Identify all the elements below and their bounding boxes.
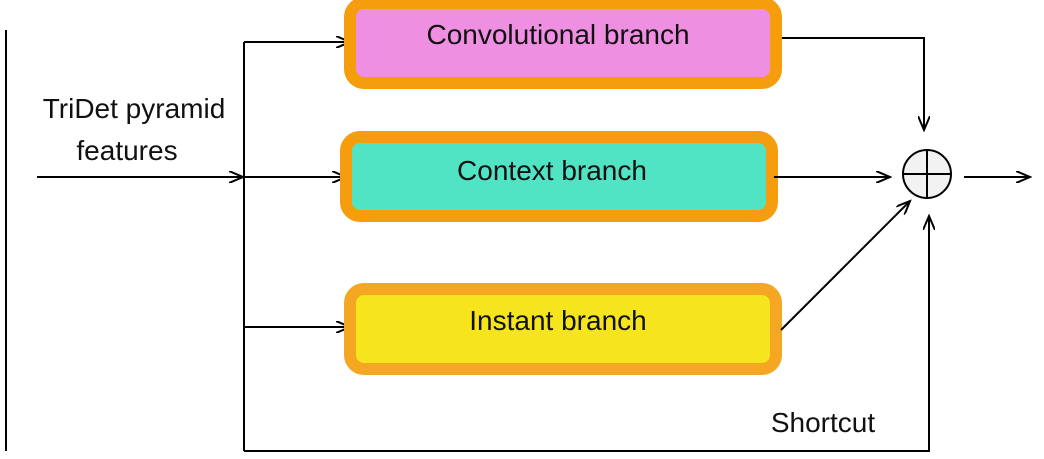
instant-branch-box <box>344 283 782 375</box>
convolutional-branch-label: Convolutional branch <box>426 19 689 50</box>
instant-branch-label: Instant branch <box>469 305 646 336</box>
instant-branch: Instant branch <box>344 283 782 375</box>
context-branch-box <box>340 131 778 222</box>
shortcut-arrow <box>244 216 929 452</box>
context-branch: Context branch <box>340 131 778 222</box>
context-branch-label: Context branch <box>457 155 647 186</box>
input-label-line2: features <box>76 135 177 166</box>
convolutional-branch: Convolutional branch <box>344 0 782 89</box>
circle-plus-icon <box>902 149 952 199</box>
instant-output-arrow <box>780 201 910 331</box>
shortcut-label: Shortcut <box>771 407 875 438</box>
input-label-line1: TriDet pyramid <box>43 93 226 124</box>
convolutional-output-arrow <box>782 37 924 130</box>
convolutional-branch-box <box>344 0 782 89</box>
